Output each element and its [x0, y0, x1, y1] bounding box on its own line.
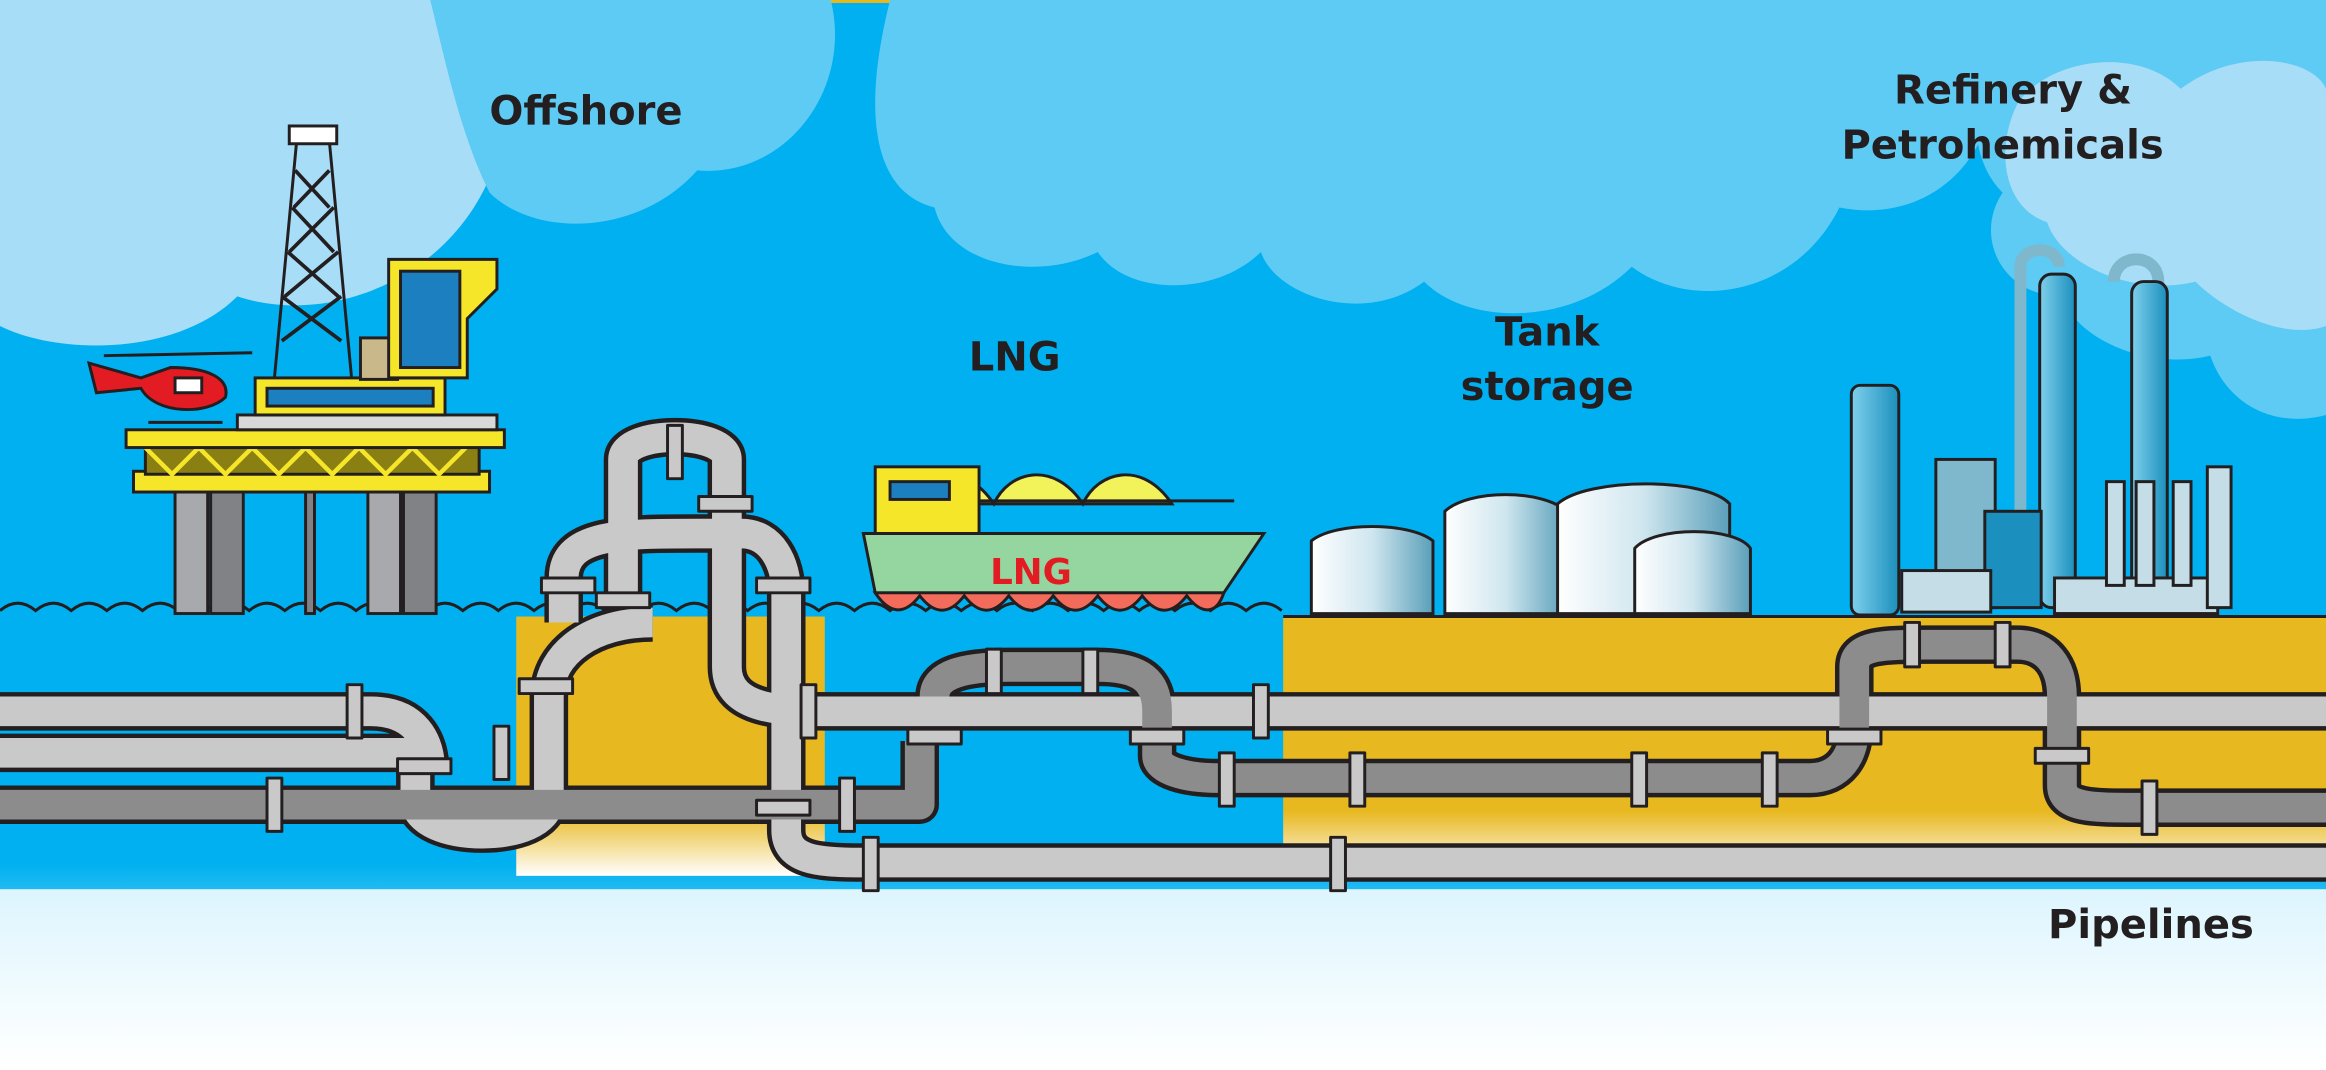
- label-tank-storage-2: storage: [1461, 364, 1634, 410]
- offshore-platform: [124, 124, 506, 616]
- clouds: [0, 0, 2326, 419]
- pipelines: [0, 418, 2326, 893]
- label-tank-storage-1: Tank: [1495, 309, 1601, 355]
- label-pipelines: Pipelines: [2048, 902, 2254, 948]
- helicopter: [86, 351, 253, 424]
- storage-tanks: [1309, 482, 1752, 616]
- label-refinery-2: Petrohemicals: [1841, 123, 2163, 169]
- refinery: [1849, 244, 2233, 617]
- ship-hull-label: LNG: [990, 552, 1072, 593]
- label-refinery-1: Refinery &: [1894, 68, 2132, 114]
- lng-ship: [861, 465, 1267, 612]
- label-offshore: Offshore: [489, 89, 682, 135]
- ground-right: [1283, 616, 2326, 876]
- label-lng: LNG: [969, 335, 1061, 381]
